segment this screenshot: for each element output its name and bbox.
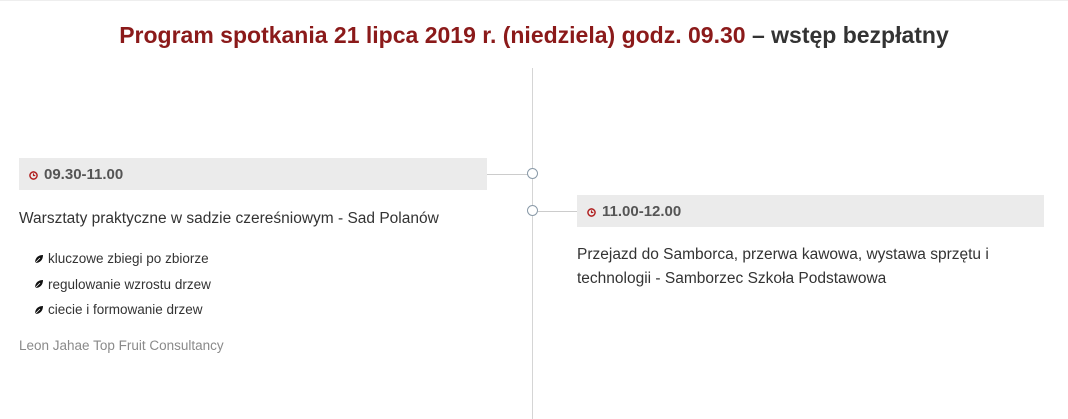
list-item: regulowanie wzrostu drzew bbox=[34, 272, 211, 298]
timeline-connector bbox=[538, 211, 577, 212]
event-time: 11.00-12.00 bbox=[602, 202, 682, 220]
bullet-text: kluczowe zbiegi po zbiorze bbox=[48, 251, 209, 267]
event-bullet-list: kluczowe zbiegi po zbiorze regulowanie w… bbox=[34, 246, 211, 323]
timeline-line bbox=[532, 68, 533, 419]
leaf-icon bbox=[34, 305, 43, 315]
bullet-text: ciecie i formowanie drzew bbox=[48, 302, 203, 318]
timeline-node bbox=[527, 205, 538, 216]
clock-icon bbox=[587, 207, 596, 217]
timeline-connector bbox=[487, 174, 528, 175]
event-title: Warsztaty praktyczne w sadzie czereśniow… bbox=[19, 210, 439, 227]
page-title: Program spotkania 21 lipca 2019 r. (nied… bbox=[0, 22, 1068, 49]
page-title-suffix: – wstęp bezpłatny bbox=[745, 22, 949, 48]
bullet-text: regulowanie wzrostu drzew bbox=[48, 276, 211, 292]
top-divider bbox=[0, 0, 1068, 1]
clock-icon bbox=[29, 170, 38, 180]
event-time-bar: 11.00-12.00 bbox=[577, 195, 1044, 227]
leaf-icon bbox=[34, 254, 43, 264]
event-speaker: Leon Jahae Top Fruit Consultancy bbox=[19, 338, 224, 353]
event-time: 09.30-11.00 bbox=[44, 165, 124, 183]
list-item: ciecie i formowanie drzew bbox=[34, 297, 211, 323]
page-title-main: Program spotkania 21 lipca 2019 r. (nied… bbox=[119, 22, 746, 48]
leaf-icon bbox=[34, 280, 43, 289]
event-time-bar: 09.30-11.00 bbox=[19, 158, 487, 190]
list-item: kluczowe zbiegi po zbiorze bbox=[34, 246, 211, 272]
event-title: Przejazd do Samborca, przerwa kawowa, wy… bbox=[577, 246, 989, 287]
timeline-node bbox=[527, 168, 538, 179]
